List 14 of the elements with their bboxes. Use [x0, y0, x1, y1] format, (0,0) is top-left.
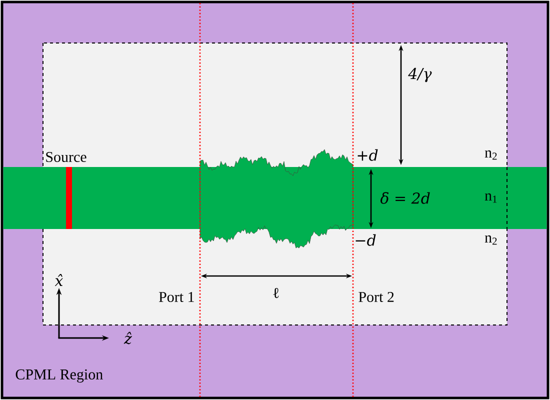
axis-label: x̂	[54, 274, 63, 286]
index-label: n$_{2}$	[484, 150, 497, 160]
boundary-label: −d	[356, 234, 376, 246]
region-label: CPML Region	[16, 369, 103, 383]
axis-label: ẑ	[124, 332, 132, 344]
index-label: n$_{1}$	[484, 193, 497, 203]
boundary-label: +d	[358, 149, 378, 161]
dimension-label: ℓ	[273, 288, 279, 298]
index-label: n$_{2}$	[484, 235, 497, 245]
dimension-label: δ = 2d	[380, 192, 430, 204]
dimension-label: 4/γ	[408, 68, 432, 82]
port-label: Port 2	[358, 292, 394, 302]
port-label: Port 1	[158, 292, 194, 302]
source-label: Source	[46, 152, 86, 162]
